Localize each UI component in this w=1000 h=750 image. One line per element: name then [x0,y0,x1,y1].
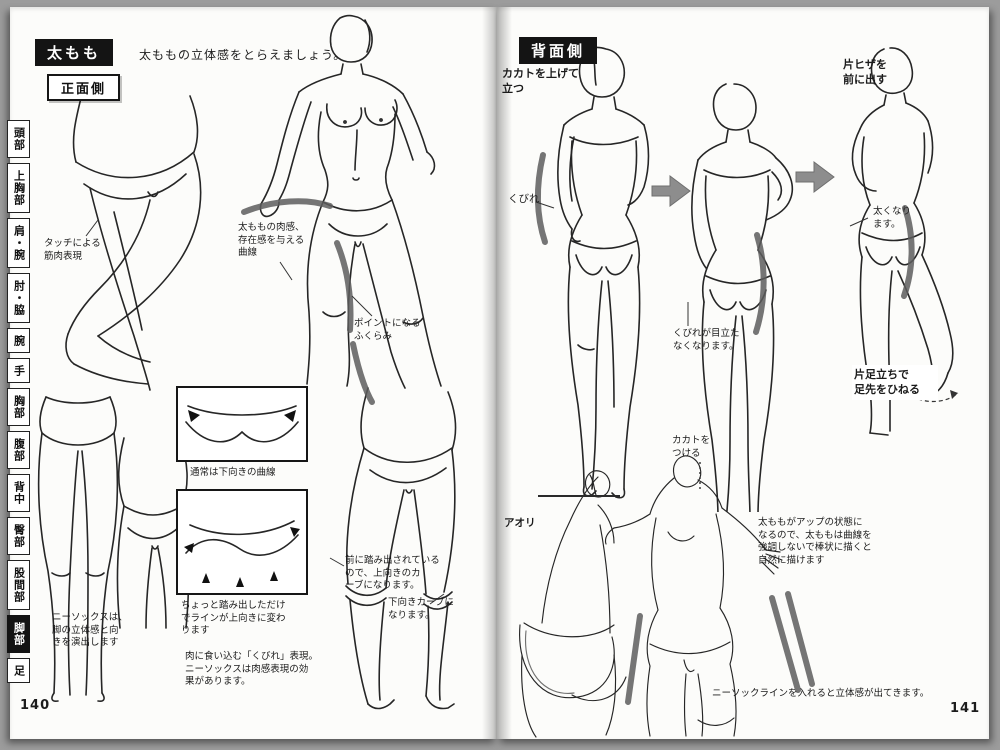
note-step-change: ちょっと踏み出しただけ でラインが上向きに変わ ります [181,600,286,637]
note-down-curve: 下向きカーブに なります。 [388,597,454,621]
figure-crossed-thigh-sketch [65,93,202,391]
note-point-bulge: ポイントになる ふくらみ [354,318,421,342]
note-thigh-up: 太ももがアップの状態に なるので、太ももは曲線を 強調しないで棒状に描くと 自然… [758,517,872,566]
back-side-label: 背面側 [519,37,598,64]
sidebar-tab-foot: 足 [7,658,30,683]
left-page [10,7,497,739]
note-heel-down: カカトを つける [672,435,711,459]
note-kneesock-direction: ニーソックスは、 脚の立体感と向 きを演出します [52,612,128,649]
sidebar-tab-abdomen: 腹部 [7,431,30,469]
sidebar-tab-chest: 胸部 [7,388,30,426]
sidebar-tab-back: 背中 [7,474,30,512]
note-one-leg-twist: 片足立ちで 足先をひねる [852,365,938,400]
sidebar-tab-crotch: 股間部 [7,560,30,610]
note-touch-muscle: タッチによる 筋肉表現 [44,238,101,262]
note-flesh-curve: 太ももの肉感、 存在感を与える 曲線 [238,222,305,259]
sidebar-tab-upper-chest: 上胸部 [7,163,30,213]
detail-box-upward-curve [176,489,308,595]
front-side-label: 正面側 [47,74,121,101]
detail-box-downward-curve [176,386,308,462]
note-aori: アオリ [504,517,536,529]
note-kubire-flesh: 肉に食い込む「くびれ」表現。 ニーソックスは肉感表現の効 果があります。 [185,651,319,688]
figure-back-view-1-sketch [557,46,650,499]
figure-kneesock-legs-sketch [345,387,457,710]
section-subtitle: 太ももの立体感をとらえましょう。 [139,48,347,62]
sidebar-tab-elbow-side: 肘・脇 [7,273,30,323]
sidebar-tab-hand: 手 [7,358,30,383]
note-normal-curve: 通常は下向きの曲線 [190,467,276,478]
right-page-number: 141 [950,701,981,716]
note-kubire-hidden: くびれが目立た なくなります。 [673,328,740,352]
figure-aori-front-sketch [604,455,783,737]
note-kneesock-3d: ニーソックラインを入れると立体感が出てきます。 [712,688,930,699]
sidebar-tab-shoulder-arm: 肩・腕 [7,218,30,268]
figure-aori-back-sketch [519,470,627,738]
sidebar-tab-buttocks: 臀部 [7,517,30,555]
left-page-number: 140 [20,698,51,713]
note-knee-forward: 片ヒザを 前に出す [843,58,887,87]
sidebar-tab-legs-active: 脚部 [7,615,30,653]
figure-back-view-2-sketch [691,83,794,512]
sidebar-tab-arm: 腕 [7,328,30,353]
figure-front-legs-sketch [37,396,119,702]
sidebar-tab-head: 頭部 [7,120,30,158]
note-kubire: くびれ [508,193,540,205]
section-title-thigh: 太もも [35,39,114,66]
note-step-forward: 前に踏み出されている ので、上向きのカ ーブになります。 [345,555,440,592]
figure-standing-front-sketch [259,14,442,389]
note-thicker: 太くなり ます。 [873,206,912,230]
note-heel-up: カカトを上げて 立つ [502,67,579,96]
